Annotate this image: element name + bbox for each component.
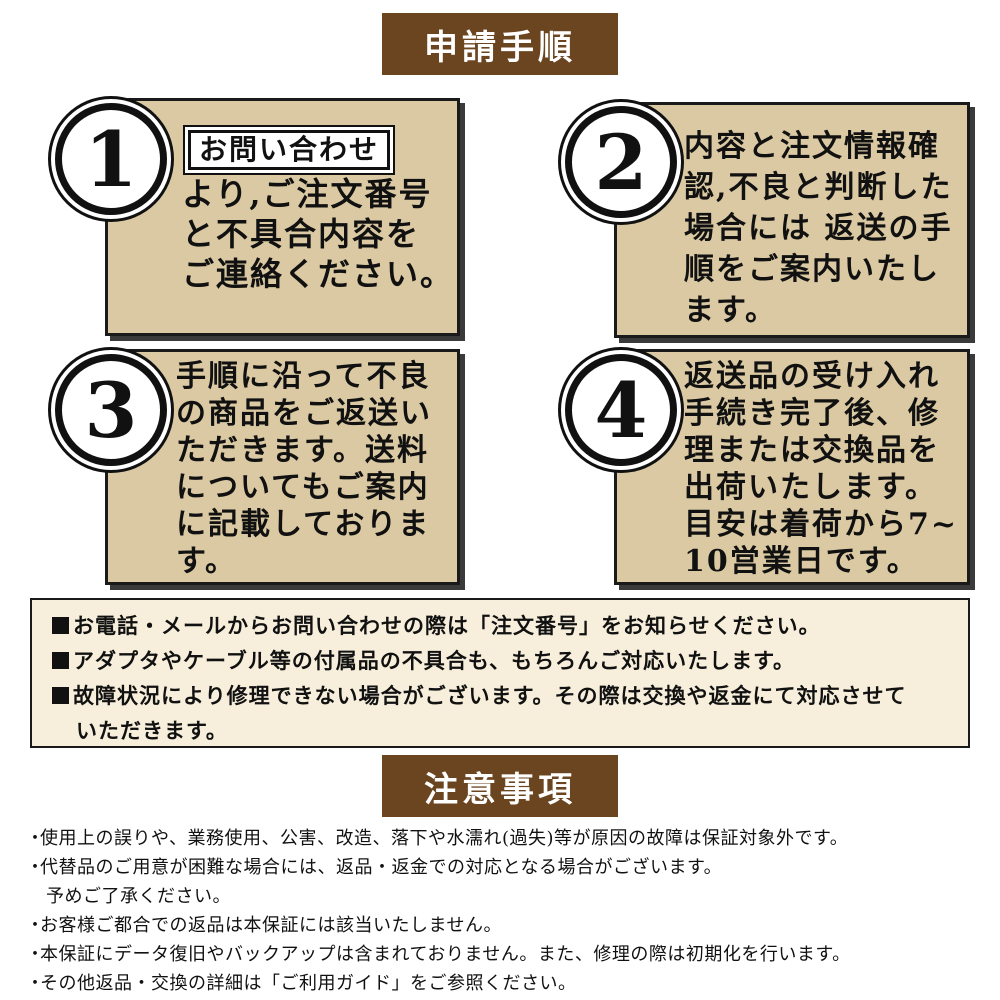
caution-item: ・使用上の誤りや、業務使用、公害、改造、落下や水濡れ(過失)等が原因の故障は保証… bbox=[26, 828, 849, 849]
step-3-line: ただきます。送料 bbox=[176, 433, 429, 468]
info-item-continuation: いただきます。 bbox=[76, 718, 228, 743]
step-2-line: 認,不良と判断した bbox=[684, 170, 953, 205]
procedure-title: 申請手順 bbox=[382, 13, 618, 75]
caution-item-continuation: 予めご了承ください。 bbox=[46, 886, 231, 907]
caution-item: ・その他返品・交換の詳細は「ご利用ガイド」をご参照ください。 bbox=[26, 973, 577, 994]
step-4-line: 10営業日です。 bbox=[684, 544, 919, 579]
step-1-line: と不具合内容を bbox=[182, 215, 421, 253]
square-bullet-icon bbox=[52, 687, 69, 704]
caution-item: ・代替品のご用意が困難な場合には、返品・返金での対応となる場合がございます。 bbox=[26, 857, 723, 878]
step-3-text: 手順に沿って不良 の商品をご返送い ただきます。送料 についてもご案内 に記載し… bbox=[176, 358, 432, 580]
step-2-line: 場合には 返送の手 bbox=[684, 211, 953, 246]
step-2-line: ます。 bbox=[684, 293, 777, 328]
step-3-line: 手順に沿って不良 bbox=[176, 359, 431, 394]
step-2-text: 内容と注文情報確 認,不良と判断した 場合には 返送の手 順をご案内いたし ます… bbox=[684, 126, 952, 331]
square-bullet-icon bbox=[52, 652, 69, 669]
step-4-line: 目安は着荷から7~ bbox=[684, 507, 959, 542]
caution-title: 注意事項 bbox=[382, 755, 618, 817]
square-bullet-icon bbox=[52, 617, 69, 634]
info-item: お電話・メールからお問い合わせの際は「注文番号」をお知らせください。 bbox=[52, 608, 950, 643]
step-4-number: 4 bbox=[565, 354, 677, 466]
info-box: お電話・メールからお問い合わせの際は「注文番号」をお知らせください。 アダプタや… bbox=[30, 598, 970, 748]
info-item: アダプタやケーブル等の付属品の不具合も、もちろんご対応いたします。 bbox=[52, 643, 950, 678]
step-2-line: 内容と注文情報確 bbox=[684, 129, 940, 164]
step-2-line: 順をご案内いたし bbox=[684, 252, 940, 287]
step-2-number: 2 bbox=[565, 106, 677, 218]
info-item: 故障状況により修理できない場合がございます。その際は交換や返金にて対応させて bbox=[52, 678, 950, 713]
step-3-line: の商品をご返送い bbox=[176, 396, 432, 431]
step-4-line: 手続き完了後、修 bbox=[684, 396, 940, 431]
caution-list: ・使用上の誤りや、業務使用、公害、改造、落下や水濡れ(過失)等が原因の故障は保証… bbox=[26, 824, 986, 998]
step-1-line: より,ご注文番号 bbox=[182, 175, 433, 213]
step-1-line: ご連絡ください。 bbox=[182, 255, 455, 293]
step-3-line: す。 bbox=[176, 544, 237, 579]
step-3-line: についてもご案内 bbox=[176, 470, 430, 505]
caution-item: ・本保証にデータ復旧やバックアップは含まれておりません。また、修理の際は初期化を… bbox=[26, 944, 851, 965]
contact-tag: お問い合わせ bbox=[188, 130, 391, 170]
step-1-number: 1 bbox=[55, 103, 167, 215]
step-4-text: 返送品の受け入れ 手続き完了後、修 理または交換品を 出荷いたします。 目安は着… bbox=[684, 358, 958, 580]
step-3-number: 3 bbox=[55, 354, 167, 466]
step-4-line: 理または交換品を bbox=[684, 433, 940, 468]
step-4-line: 返送品の受け入れ bbox=[684, 359, 940, 394]
step-3-line: に記載しておりま bbox=[176, 507, 431, 542]
step-4-line: 出荷いたします。 bbox=[684, 470, 937, 505]
caution-item: ・お客様ご都合での返品は本保証には該当いたしません。 bbox=[26, 915, 502, 936]
step-3-box bbox=[105, 349, 460, 585]
step-4-box bbox=[614, 349, 970, 585]
step-1-text: お問い合わせ より,ご注文番号 と不具合内容を ご連絡ください。 bbox=[182, 128, 454, 294]
